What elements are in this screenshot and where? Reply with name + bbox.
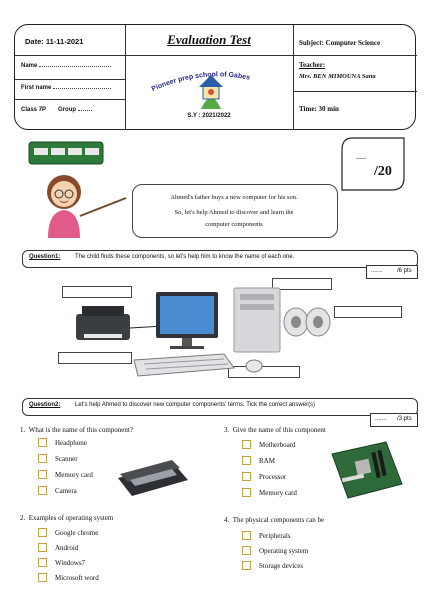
answer-box-tower[interactable] <box>272 278 332 290</box>
item1-question: 1. What is the name of this component? <box>20 426 133 434</box>
question1-text: The child finds these components, so let… <box>75 254 295 260</box>
answer-box-keyboard[interactable] <box>58 352 132 364</box>
checkbox[interactable] <box>38 454 47 463</box>
option-scanner[interactable]: Scanner <box>38 454 78 463</box>
computer-set-illustration <box>76 287 331 377</box>
header-divider <box>293 55 417 56</box>
first-name-field[interactable]: First name <box>21 85 112 91</box>
option-google-chrome[interactable]: Google chrome <box>38 528 98 537</box>
option-peripherals[interactable]: Peripherals <box>242 531 291 540</box>
school-year: S.Y : 2021/2022 <box>187 113 231 119</box>
option-windows7[interactable]: Windows7 <box>38 558 85 567</box>
teacher-illustration <box>47 175 127 238</box>
time-text: Time: 30 min <box>299 105 339 113</box>
scanner-image <box>118 460 188 496</box>
answer-box-mouse[interactable] <box>228 366 300 378</box>
checkbox[interactable] <box>242 456 251 465</box>
page-title: Evaluation Test <box>167 32 251 47</box>
answer-box-printer[interactable] <box>62 286 132 298</box>
score-total: /20 <box>374 164 392 179</box>
question2-text: Let's help Ahmed to discover new compute… <box>75 402 316 408</box>
checkbox[interactable] <box>38 486 47 495</box>
intro-bubble <box>132 184 338 238</box>
answer-box-speakers[interactable] <box>334 306 402 318</box>
checkbox[interactable] <box>38 573 47 582</box>
score-dots[interactable]: ..... <box>356 152 366 161</box>
option-android[interactable]: Android <box>38 543 78 552</box>
checkbox[interactable] <box>38 543 47 552</box>
option-storage-devices[interactable]: Storage devices <box>242 561 303 570</box>
checkbox[interactable] <box>38 438 47 447</box>
header-divider <box>125 55 293 56</box>
header-divider <box>125 25 126 129</box>
option-motherboard[interactable]: Motherboard <box>242 440 296 449</box>
header-divider <box>15 55 125 56</box>
intro-line-1: Ahmed's father buys a new computer for h… <box>170 194 298 201</box>
checkbox[interactable] <box>242 488 251 497</box>
keyboard-board-image <box>28 141 104 165</box>
checkbox[interactable] <box>242 472 251 481</box>
checkbox[interactable] <box>242 531 251 540</box>
header-divider <box>293 91 417 92</box>
item3-question: 3. Give the name of this component <box>224 426 326 434</box>
school-logo: Pioneer prep school of Gabes <box>151 71 251 109</box>
subject-text: Subject: Computer Science <box>299 39 381 47</box>
teacher-label: Teacher: <box>299 61 326 69</box>
name-field[interactable]: Name <box>21 63 112 69</box>
header-divider <box>15 99 125 100</box>
option-headphone[interactable]: Headphone <box>38 438 87 447</box>
header-box: Date: 11-11-2021 Name First name Class 7… <box>14 24 417 130</box>
header-divider <box>15 79 125 80</box>
option-operating-system[interactable]: Operating system <box>242 546 308 555</box>
checkbox[interactable] <box>38 528 47 537</box>
svg-text:Pioneer prep school of Gabes: Pioneer prep school of Gabes <box>151 71 251 93</box>
option-microsoft-word[interactable]: Microsoft word <box>38 573 99 582</box>
checkbox[interactable] <box>242 440 251 449</box>
question1-bar: Question1: The child finds these compone… <box>22 250 418 268</box>
question2-points: ....... /3 pts <box>370 413 418 427</box>
question2-bar: Question2: Let's help Ahmed to discover … <box>22 398 418 416</box>
question1-points: ....... /6 pts <box>366 265 418 279</box>
option-processor[interactable]: Processor <box>242 472 286 481</box>
option-ram[interactable]: RAM <box>242 456 275 465</box>
intro-line-2: So, let's help Ahmed to discover and lea… <box>174 209 294 216</box>
item2-question: 2. Examples of operating system <box>20 514 114 522</box>
intro-line-3: computer components <box>205 221 263 228</box>
teacher-name: Mrs. BEN MIMOUNA Sana <box>299 73 376 80</box>
checkbox[interactable] <box>38 558 47 567</box>
checkbox[interactable] <box>242 546 251 555</box>
option-camera[interactable]: Camera <box>38 486 77 495</box>
question1-label: Question1: <box>29 254 61 260</box>
score-box <box>341 137 405 191</box>
option-memory-card[interactable]: Memory card <box>38 470 93 479</box>
option-memory-card[interactable]: Memory card <box>242 488 297 497</box>
question2-label: Question2: <box>29 402 61 408</box>
school-name: Pioneer prep school of Gabes <box>151 71 251 93</box>
motherboard-image <box>331 441 403 499</box>
checkbox[interactable] <box>242 561 251 570</box>
item4-question: 4. The physical components can be <box>224 516 325 524</box>
header-divider <box>293 25 294 129</box>
date-text: Date: 11-11-2021 <box>25 37 84 46</box>
checkbox[interactable] <box>38 470 47 479</box>
